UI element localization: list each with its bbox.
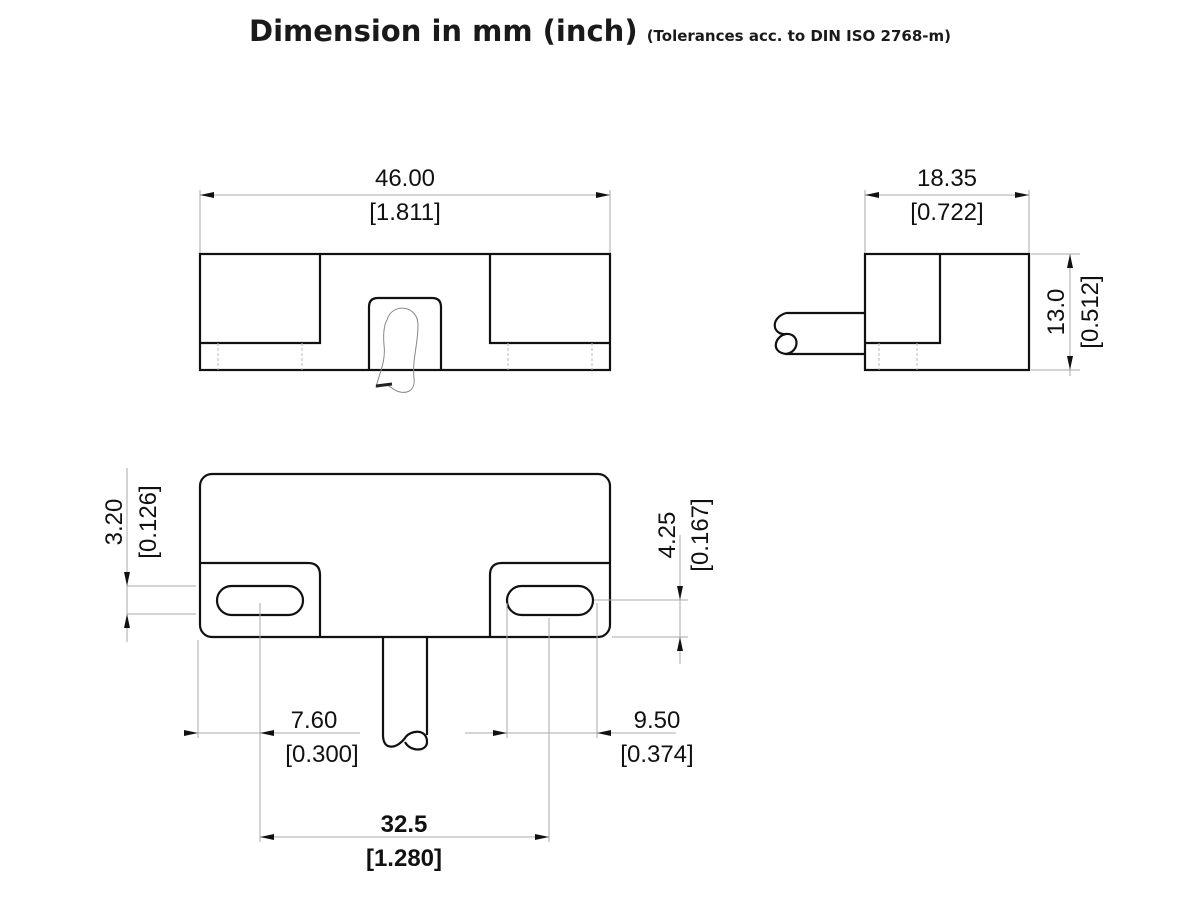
- cable-icon: [375, 307, 419, 393]
- front-view: 46.00 [1.811]: [198, 165, 612, 393]
- right-edge-to-slot-mm: 9.50: [634, 707, 681, 734]
- side-height-inch: [0.512]: [1077, 275, 1104, 348]
- left-edge-to-slot-mm: 7.60: [291, 707, 338, 734]
- front-width-inch: [1.811]: [369, 199, 441, 226]
- front-width-mm: 46.00: [375, 165, 435, 192]
- left-slot-offset-inch: [0.126]: [135, 485, 162, 558]
- side-view: 18.35 [0.722] 13.0 [0.512]: [773, 165, 1104, 376]
- left-slot-offset-mm: 3.20: [101, 499, 128, 546]
- side-height-mm: 13.0: [1043, 289, 1070, 336]
- drawing-title: Dimension in mm (inch) (Tolerances acc. …: [0, 14, 1200, 48]
- slot-spacing-inch: [1.280]: [366, 845, 442, 872]
- title-main: Dimension in mm (inch): [249, 14, 638, 48]
- slot-spacing-mm: 32.5: [381, 811, 428, 838]
- left-edge-to-slot-inch: [0.300]: [285, 741, 358, 768]
- right-slot-offset-mm: 4.25: [654, 512, 681, 559]
- mounting-slot-right: [505, 584, 595, 617]
- side-width-mm: 18.35: [917, 165, 977, 192]
- arrow-icon: [596, 192, 610, 198]
- right-edge-to-slot-inch: [0.374]: [620, 741, 693, 768]
- bottom-view: 3.20 [0.126] 4.25 [0.167] 7.60 [0.300] 9…: [101, 468, 714, 872]
- side-width-inch: [0.722]: [910, 199, 983, 226]
- right-slot-offset-inch: [0.167]: [687, 498, 714, 571]
- arrow-icon: [200, 192, 214, 198]
- title-tolerance-note: (Tolerances acc. to DIN ISO 2768-m): [646, 27, 951, 45]
